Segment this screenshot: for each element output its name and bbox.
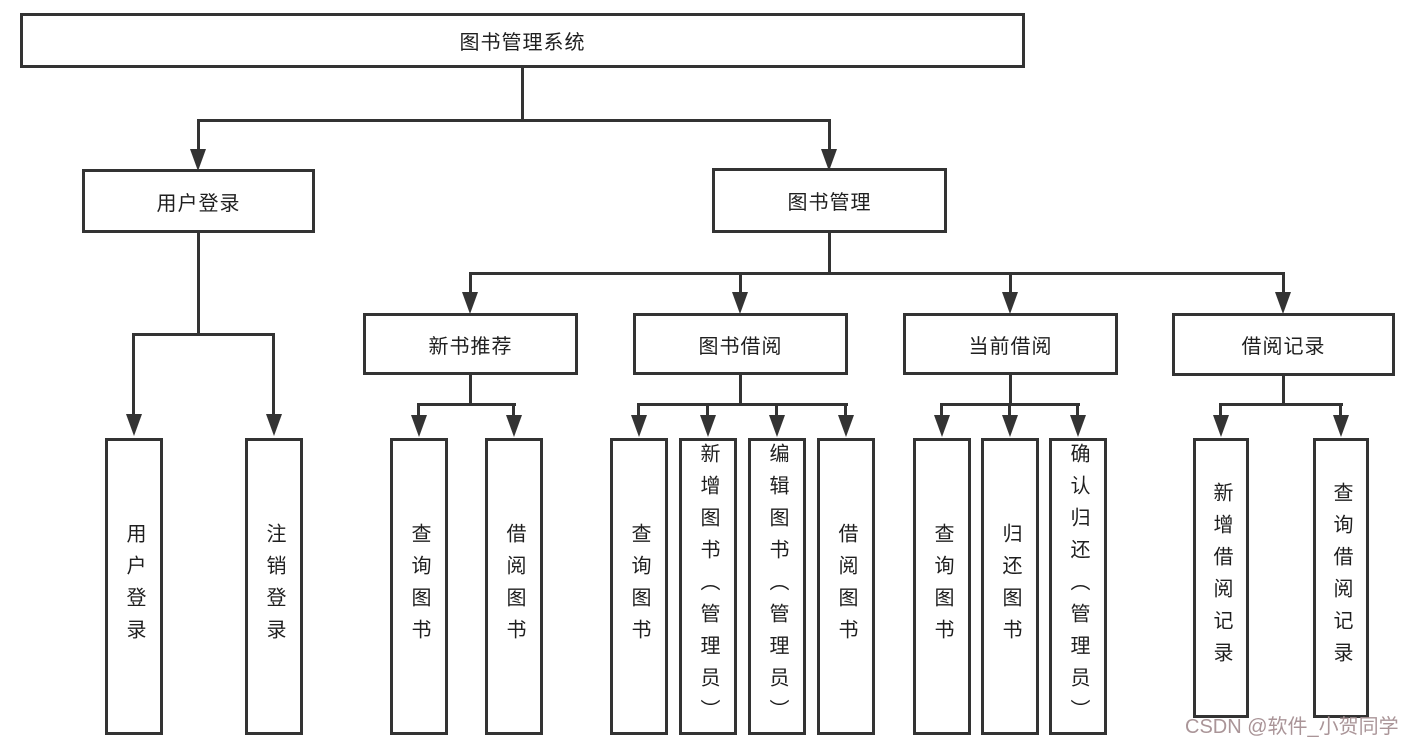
- arrow-down-g4-leaf2: [1002, 415, 1018, 437]
- leaf-add-book-admin-label: 新增图书（管理员）: [697, 442, 719, 731]
- connector-drop-book-management: [828, 119, 831, 152]
- node-borrowing-records: 借阅记录: [1172, 313, 1395, 376]
- node-user-login: 用户登录: [82, 169, 315, 233]
- connector-new-book-stem: [469, 374, 472, 406]
- connector-drop-leaf-login: [132, 333, 135, 415]
- leaf-edit-book-admin: 编辑图书（管理员）: [748, 438, 806, 735]
- leaf-return-books: 归还图书: [981, 438, 1039, 735]
- node-root: 图书管理系统: [20, 13, 1025, 68]
- node-root-label: 图书管理系统: [459, 32, 586, 54]
- connector-drop-g3-leaf2: [706, 403, 709, 417]
- connector-drop-g4-leaf3: [1076, 403, 1079, 417]
- leaf-query-books-current: 查询图书: [913, 438, 971, 735]
- leaf-user-login: 用户登录: [105, 438, 163, 735]
- connector-book-management-stem: [828, 233, 831, 275]
- connector-drop-g4-leaf1: [940, 403, 943, 417]
- arrow-down-g3-leaf4: [838, 415, 854, 437]
- leaf-query-books-newbook: 查询图书: [390, 438, 448, 735]
- connector-root-stem: [521, 68, 524, 121]
- leaf-query-books-newbook-label: 查询图书: [408, 522, 430, 651]
- leaf-borrow-books-newbook: 借阅图书: [485, 438, 543, 735]
- node-book-borrowing-label: 图书借阅: [698, 335, 783, 358]
- leaf-query-books-current-label: 查询图书: [931, 522, 953, 651]
- csdn-watermark: CSDN @软件_小贺同学: [1185, 716, 1399, 738]
- leaf-confirm-return-admin: 确认归还（管理员）: [1049, 438, 1107, 735]
- leaf-query-books-borrowing: 查询图书: [610, 438, 668, 735]
- connector-borrowing-records-stem: [1282, 375, 1285, 406]
- connector-root-split: [197, 119, 831, 122]
- arrow-down-new-book: [462, 292, 478, 314]
- connector-drop-g2-leaf1: [417, 403, 420, 417]
- node-book-management-label: 图书管理: [787, 192, 872, 214]
- connector-book-borrowing-split: [637, 403, 848, 406]
- node-new-book-recommend: 新书推荐: [363, 313, 578, 375]
- node-book-borrowing: 图书借阅: [633, 313, 848, 375]
- connector-drop-g5-leaf1: [1219, 403, 1222, 417]
- node-user-login-label: 用户登录: [156, 192, 241, 215]
- connector-drop-leaf-logout: [272, 333, 275, 415]
- node-borrowing-records-label: 借阅记录: [1241, 336, 1326, 358]
- arrow-down-g5-leaf1: [1213, 415, 1229, 437]
- connector-drop-borrowing-records: [1282, 272, 1285, 295]
- leaf-borrow-books-borrowing-label: 借阅图书: [835, 522, 857, 651]
- arrow-down-book-management: [821, 149, 837, 171]
- arrow-down-user-login: [190, 149, 206, 171]
- leaf-borrow-books-newbook-label: 借阅图书: [503, 522, 525, 651]
- leaf-add-borrow-record: 新增借阅记录: [1193, 438, 1249, 718]
- connector-drop-new-book: [469, 272, 472, 295]
- connector-drop-g3-leaf4: [844, 403, 847, 417]
- leaf-query-borrow-record-label: 查询借阅记录: [1330, 482, 1352, 674]
- connector-drop-current-borrowing: [1009, 272, 1012, 295]
- connector-borrowing-records-split: [1219, 403, 1343, 406]
- leaf-query-borrow-record: 查询借阅记录: [1313, 438, 1369, 718]
- leaf-return-books-label: 归还图书: [999, 522, 1021, 651]
- leaf-logout-label: 注销登录: [263, 522, 285, 651]
- arrow-down-borrowing-records: [1275, 292, 1291, 314]
- arrow-down-book-borrowing: [732, 292, 748, 314]
- leaf-user-login-label: 用户登录: [123, 522, 145, 651]
- node-current-borrowing: 当前借阅: [903, 313, 1118, 375]
- arrow-down-current-borrowing: [1002, 292, 1018, 314]
- connector-drop-user-login: [197, 119, 200, 152]
- connector-drop-g4-leaf2: [1008, 403, 1011, 417]
- connector-drop-book-borrowing: [739, 272, 742, 295]
- connector-drop-g3-leaf3: [775, 403, 778, 417]
- connector-user-login-stem: [197, 233, 200, 336]
- leaf-add-borrow-record-label: 新增借阅记录: [1210, 482, 1232, 674]
- arrow-down-g3-leaf3: [769, 415, 785, 437]
- leaf-borrow-books-borrowing: 借阅图书: [817, 438, 875, 735]
- leaf-add-book-admin: 新增图书（管理员）: [679, 438, 737, 735]
- arrow-down-g4-leaf1: [934, 415, 950, 437]
- leaf-confirm-return-admin-label: 确认归还（管理员）: [1067, 442, 1089, 731]
- connector-drop-g2-leaf2: [512, 403, 515, 417]
- connector-user-login-split: [132, 333, 275, 336]
- leaf-edit-book-admin-label: 编辑图书（管理员）: [766, 442, 788, 731]
- leaf-query-books-borrowing-label: 查询图书: [628, 522, 650, 651]
- arrow-down-g2-leaf2: [506, 415, 522, 437]
- connector-level3-split: [469, 272, 1285, 275]
- arrow-down-g3-leaf2: [700, 415, 716, 437]
- arrow-down-g2-leaf1: [411, 415, 427, 437]
- arrow-down-g3-leaf1: [631, 415, 647, 437]
- leaf-logout: 注销登录: [245, 438, 303, 735]
- arrow-down-leaf-logout: [266, 414, 282, 436]
- connector-book-borrowing-stem: [739, 374, 742, 406]
- node-book-management: 图书管理: [712, 168, 947, 233]
- connector-current-borrowing-stem: [1009, 374, 1012, 406]
- connector-new-book-split: [417, 403, 516, 406]
- connector-drop-g5-leaf2: [1339, 403, 1342, 417]
- arrow-down-g4-leaf3: [1070, 415, 1086, 437]
- node-new-book-recommend-label: 新书推荐: [428, 335, 513, 358]
- node-current-borrowing-label: 当前借阅: [968, 335, 1053, 358]
- arrow-down-g5-leaf2: [1333, 415, 1349, 437]
- arrow-down-leaf-login: [126, 414, 142, 436]
- connector-drop-g3-leaf1: [637, 403, 640, 417]
